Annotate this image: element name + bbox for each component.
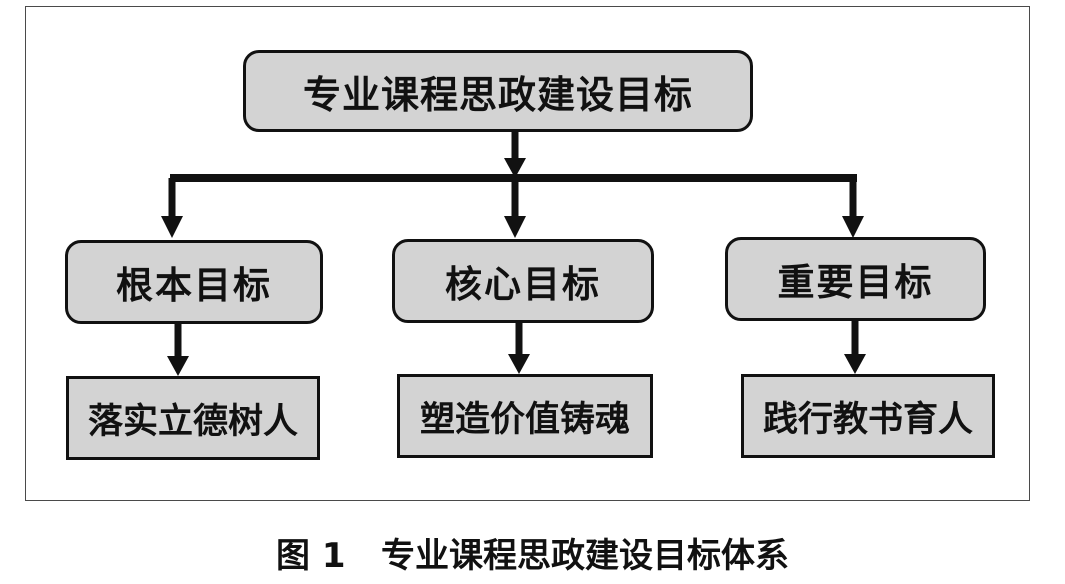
arrowhead-center — [504, 216, 526, 238]
arrowhead-outcome-left — [167, 356, 189, 376]
diagram-frame — [25, 6, 1030, 501]
figure-title: 专业课程思政建设目标体系 — [381, 536, 789, 576]
goal-box-important: 重要目标 — [725, 237, 986, 321]
figure-number: 图 1 — [275, 536, 346, 576]
root-goal-box: 专业课程思政建设目标 — [243, 50, 753, 132]
arrowhead-outcome-right — [844, 354, 866, 374]
arrowhead-root — [504, 158, 526, 178]
outcome-box-important: 践行教书育人 — [741, 374, 995, 458]
arrowhead-outcome-center — [508, 354, 530, 374]
goal-box-core: 核心目标 — [392, 239, 654, 323]
goal-box-fundamental: 根本目标 — [65, 240, 323, 324]
outcome-box-fundamental: 落实立德树人 — [66, 376, 320, 460]
arrowhead-left — [161, 216, 183, 238]
outcome-box-core: 塑造价值铸魂 — [397, 374, 653, 458]
arrowhead-right — [842, 216, 864, 238]
figure-caption: 图 1 专业课程思政建设目标体系 — [0, 528, 1065, 577]
